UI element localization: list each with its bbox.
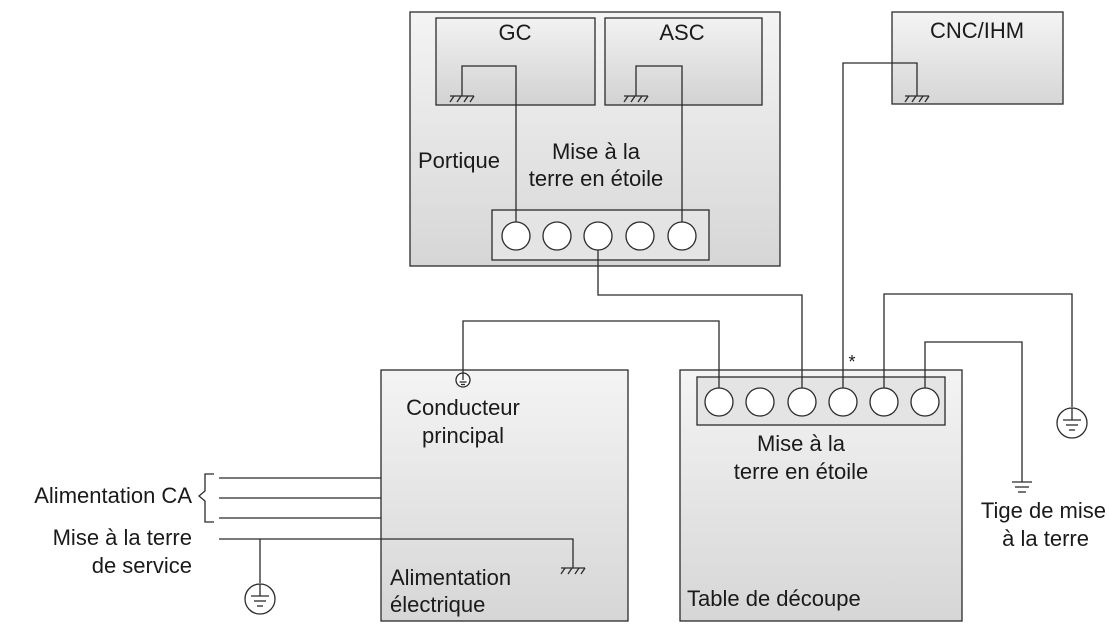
gantry-terminal-4	[625, 221, 655, 251]
power-supply-name-line2: électrique	[390, 592, 485, 617]
gc-label: GC	[499, 20, 532, 45]
power-supply-box	[380, 369, 629, 622]
table-star-terminal-strip	[696, 376, 946, 426]
gantry-terminal-2	[542, 221, 572, 251]
service-ground-label-line1: Mise à la terre	[53, 525, 192, 550]
ac-supply-label: Alimentation CA	[34, 483, 192, 508]
asc-module: ASC	[604, 17, 763, 106]
table-terminal-1	[704, 387, 734, 417]
table-star-label-line1: Mise à la	[757, 431, 846, 456]
table-terminal-2	[745, 387, 775, 417]
ac-supply-bracket	[197, 473, 214, 523]
table-protective-earth-icon	[1056, 407, 1088, 439]
gantry-label: Portique	[418, 148, 500, 173]
ground-rod-label-line1: Tige de mise	[981, 498, 1106, 523]
main-conductor-label-line1: Conducteur	[406, 395, 520, 420]
ground-rod-label-line2: à la terre	[1002, 526, 1089, 551]
ground-wires	[219, 62, 1073, 583]
power-supply-chassis-ground-icon	[560, 567, 586, 575]
cnc-chassis-ground-icon	[904, 95, 930, 103]
gantry-star-terminal-strip	[491, 209, 710, 261]
table-terminal-3	[787, 387, 817, 417]
asterisk-note: *	[848, 352, 855, 372]
table-terminal-4	[828, 387, 858, 417]
gantry-terminal-3	[583, 221, 613, 251]
power-supply-name-line1: Alimentation	[390, 565, 511, 590]
gantry-star-label-line1: Mise à la	[552, 139, 641, 164]
asc-chassis-ground-icon	[623, 95, 649, 103]
table-terminal-5	[869, 387, 899, 417]
gantry-terminal-1	[501, 221, 531, 251]
table-terminal-6	[910, 387, 940, 417]
cnc-box: CNC/IHM	[891, 11, 1064, 105]
cutting-table-name: Table de découpe	[687, 586, 861, 611]
service-protective-earth-icon	[244, 583, 276, 615]
asc-label: ASC	[659, 20, 704, 45]
ground-rod-icon	[1012, 481, 1032, 493]
gantry-terminal-5	[667, 221, 697, 251]
service-ground-label-line2: de service	[92, 553, 192, 578]
table-star-label-line2: terre en étoile	[734, 459, 869, 484]
cnc-label: CNC/IHM	[930, 18, 1024, 43]
main-conductor-terminal	[455, 372, 471, 388]
gc-chassis-ground-icon	[449, 95, 475, 103]
gantry-star-label-line2: terre en étoile	[529, 166, 664, 191]
main-conductor-label-line2: principal	[422, 423, 504, 448]
